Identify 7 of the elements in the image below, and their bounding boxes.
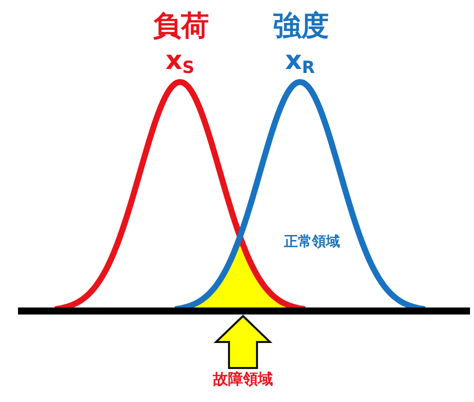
block-arrow — [214, 314, 272, 369]
safe-region-label: 正常領域 — [284, 235, 340, 249]
strength-label: 強度 — [273, 12, 329, 40]
failure-region-label: 故障領域 — [213, 372, 273, 387]
load-symbol: x$_{S}$ — [166, 48, 194, 76]
strength-symbol: x$_{R}$ — [285, 48, 315, 76]
load-label: 負荷 — [153, 12, 209, 40]
